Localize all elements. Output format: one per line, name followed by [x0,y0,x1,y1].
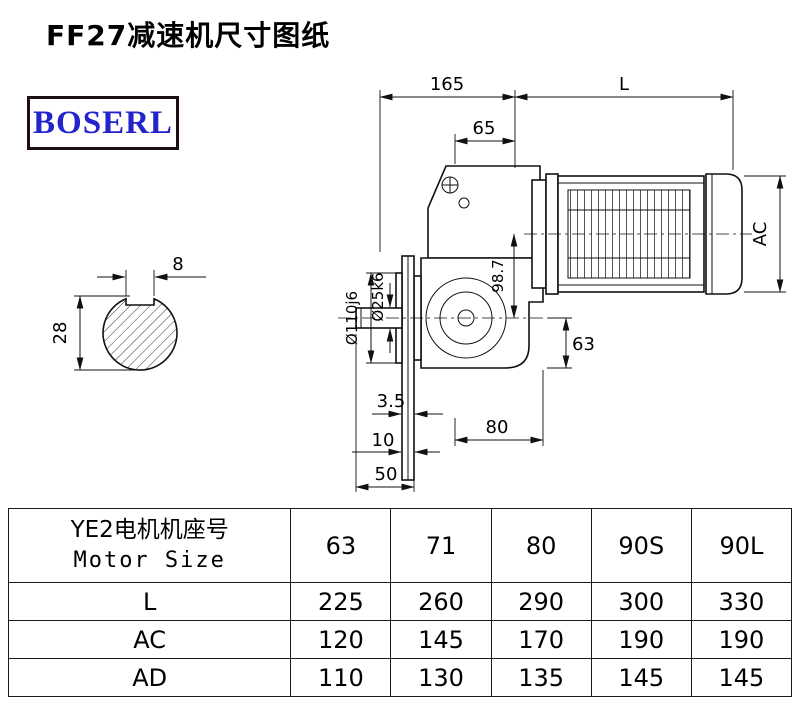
dim-label-AC: AC [750,222,771,247]
header-motor-size-en: Motor Size [73,548,226,574]
dim-50: 50 [355,334,415,492]
dim-63: 63 [547,317,595,369]
table-cell: 145 [390,620,492,659]
table-cell: 110 [290,658,392,697]
motor-size-table: YE2电机机座号 Motor Size 63 71 80 90S 90L L 2… [7,508,793,697]
table-cell: 145 [690,658,793,697]
dim-28: 28 [50,295,144,371]
dim-AC: AC [744,175,786,293]
shaft-cross-section: 8 28 [50,254,206,371]
row-label: AD [7,658,292,697]
table-row-AD: AD 110 130 135 145 145 [7,658,793,697]
dim-label-98-7: 98.7 [489,259,507,292]
technical-drawing: 165 L 65 AC Ø110j6 Ø25k6 [50,74,786,492]
row-label: AC [7,620,292,659]
table-cell: 90S [590,508,692,583]
table-cell: 290 [490,582,592,621]
table-cell: 225 [290,582,392,621]
dim-8: 8 [97,254,206,296]
shaft-section-hatch [102,297,178,371]
table-header-row: YE2电机机座号 Motor Size 63 71 80 90S 90L [7,508,793,583]
dim-label-28: 28 [50,322,71,345]
header-motor-size-cn: YE2电机机座号 [70,517,229,543]
dim-label-25k6: Ø25k6 [369,272,387,321]
header-motor-size-cell: YE2电机机座号 Motor Size [7,508,292,583]
dim-80: 80 [454,370,544,446]
table-cell: 130 [390,658,492,697]
dim-flange-diameter: Ø110j6 [343,272,400,364]
bolt-hole [458,197,470,209]
table-row-L: L 225 260 290 300 330 [7,582,793,621]
table-cell: 145 [590,658,692,697]
table-cell: 190 [690,620,793,659]
row-label: L [7,582,292,621]
table-cell: 330 [690,582,793,621]
dim-label-8: 8 [172,254,183,275]
dim-label-65: 65 [473,118,496,139]
table-row-AC: AC 120 145 170 190 190 [7,620,793,659]
page-title: FF27减速机尺寸图纸 [46,19,331,52]
dim-label-63: 63 [572,334,595,355]
dim-L: L [514,74,734,170]
boserl-logo: BOSERL [27,96,179,150]
dim-3-5: 3.5 [372,391,443,418]
dim-label-110j6: Ø110j6 [343,291,361,345]
dim-165: 165 [379,74,516,252]
dim-shaft-diameter: Ø25k6 [369,272,394,353]
table-cell: 71 [390,508,492,583]
table-cell: 135 [490,658,592,697]
table-cell: 190 [590,620,692,659]
table-cell: 300 [590,582,692,621]
table-cell: 260 [390,582,492,621]
dim-label-80: 80 [486,417,509,438]
table-cell: 90L [690,508,793,583]
dim-98-7: 98.7 [489,233,518,319]
dim-label-50: 50 [375,464,398,485]
dim-label-3-5: 3.5 [377,391,406,412]
table-cell: 170 [490,620,592,659]
dim-65: 65 [454,118,516,164]
table-cell: 80 [490,508,592,583]
dim-label-10: 10 [372,430,395,451]
table-cell: 120 [290,620,392,659]
dim-label-165: 165 [430,74,464,95]
boserl-logo-text: BOSERL [33,104,173,141]
dim-10: 10 [352,430,440,456]
table-cell: 63 [290,508,392,583]
dim-label-L: L [619,74,629,95]
